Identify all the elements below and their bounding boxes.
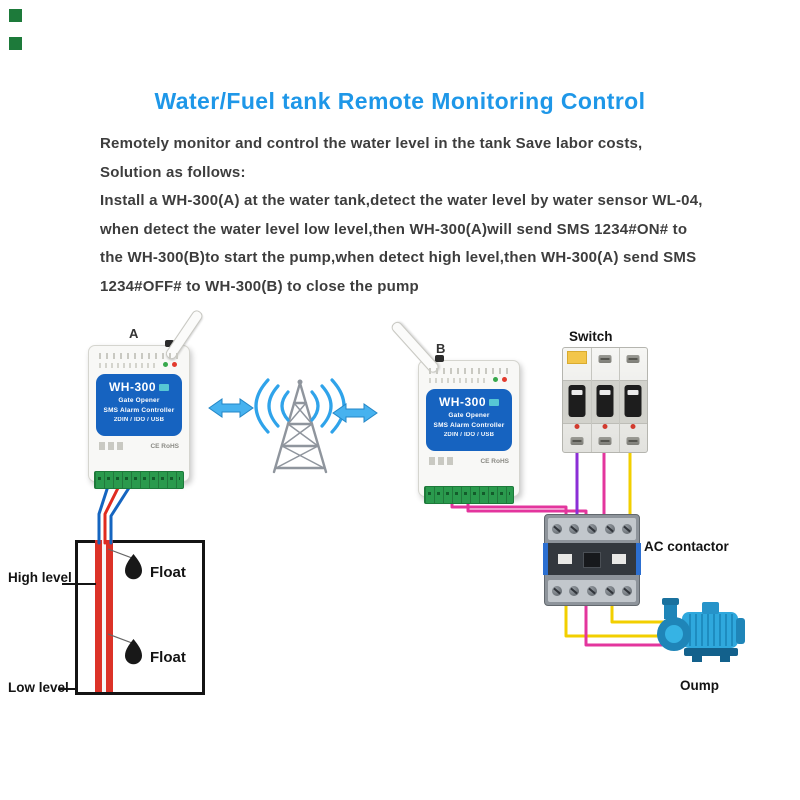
contactor-chip: [558, 554, 572, 564]
corner-mark: [9, 9, 22, 22]
page-title: Water/Fuel tank Remote Monitoring Contro…: [154, 88, 646, 114]
screw-icon: [622, 586, 633, 596]
antenna-base: [435, 355, 444, 362]
device-a-label: A: [129, 326, 139, 341]
cert-label: CE RoHS: [150, 443, 179, 450]
indicator-dot: [630, 424, 636, 429]
device-subtitle: 2DIN / IDO / USB: [113, 417, 165, 423]
screw-icon: [551, 524, 562, 534]
breaker-pole: [563, 348, 592, 452]
device-subtitle: Gate Opener: [448, 412, 490, 419]
wire-blue: [97, 478, 112, 545]
model-badge: [489, 398, 499, 406]
cert-label: CE RoHS: [480, 458, 509, 465]
breaker-pole: [619, 348, 647, 452]
indicator-dot: [574, 424, 580, 429]
float-bottom-label: Float: [150, 649, 186, 666]
antenna-icon: [389, 319, 441, 375]
screw-icon: [626, 355, 640, 363]
device-model: WH-300: [108, 380, 156, 394]
switch-label: Switch: [569, 329, 613, 344]
antenna-base: [165, 340, 174, 347]
screw-icon: [586, 586, 597, 596]
high-level-label: High level: [8, 570, 72, 585]
screw-icon: [598, 437, 612, 445]
circuit-breaker: [562, 347, 648, 453]
port-icons: [429, 457, 455, 465]
wire-blue: [109, 478, 136, 545]
coil-terminal: [543, 543, 548, 575]
led-indicators: [493, 377, 507, 382]
device-front-panel: WH-300 Gate Opener SMS Alarm Controller …: [96, 374, 182, 436]
corner-mark: [9, 37, 22, 50]
description-line: when detect the water level low level,th…: [100, 220, 688, 238]
breaker-toggle: [624, 385, 642, 417]
device-subtitle: SMS Alarm Controller: [103, 407, 175, 414]
led-red-icon: [502, 377, 507, 382]
description-line: the WH-300(B)to start the pump,when dete…: [100, 249, 697, 266]
screw-icon: [570, 437, 584, 445]
ac-contactor-label: AC contactor: [644, 539, 729, 554]
description-line: 1234#OFF# to WH-300(B) to close the pump: [100, 277, 419, 295]
sensor-pipe: [95, 540, 113, 692]
description-line: Remotely monitor and control the water l…: [100, 135, 643, 152]
signal-waves-icon: [254, 378, 346, 434]
breaker-sticker: [567, 351, 587, 364]
device-b-label: B: [436, 341, 446, 356]
led-green-icon: [163, 362, 168, 367]
description: Remotely monitor and control the water l…: [100, 130, 760, 301]
led-indicators: [163, 362, 177, 367]
pump-label: Oump: [680, 678, 719, 693]
breaker-toggle: [596, 385, 614, 417]
vent-grid: [99, 363, 155, 368]
low-level-label: Low level: [8, 680, 69, 695]
screw-icon: [586, 524, 597, 534]
contactor-chip: [612, 554, 626, 564]
terminal-block: [424, 486, 514, 504]
terminal-block: [94, 471, 184, 489]
breaker-toggle: [568, 385, 586, 417]
device-subtitle: 2DIN / IDO / USB: [443, 432, 495, 438]
contactor-terminals-top: [548, 518, 636, 540]
vent-grid: [429, 378, 485, 383]
radio-tower-icon: [254, 378, 346, 474]
model-badge: [159, 383, 169, 391]
indicator-dot: [602, 424, 608, 429]
screw-icon: [604, 586, 615, 596]
device-subtitle: Gate Opener: [118, 397, 160, 404]
wire-red: [103, 478, 124, 545]
led-red-icon: [172, 362, 177, 367]
led-green-icon: [493, 377, 498, 382]
screw-icon: [604, 524, 615, 534]
contactor-button: [583, 552, 601, 568]
pump-icon: [657, 598, 745, 662]
contactor-terminals-bottom: [548, 580, 636, 602]
double-arrow-icon: [332, 403, 378, 423]
device-front-panel: WH-300 Gate Opener SMS Alarm Controller …: [426, 389, 512, 451]
device-subtitle: SMS Alarm Controller: [433, 422, 505, 429]
ac-contactor: [543, 514, 641, 606]
breaker-pole: [591, 348, 620, 452]
contactor-body: [548, 543, 636, 575]
double-arrow-icon: [208, 398, 254, 418]
coil-terminal: [636, 543, 641, 575]
screw-icon: [622, 524, 633, 534]
port-icons: [99, 442, 125, 450]
gsm-controller-a: WH-300 Gate Opener SMS Alarm Controller …: [88, 308, 205, 489]
float-top-label: Float: [150, 564, 186, 581]
vent-grid: [429, 368, 509, 374]
vent-grid: [99, 353, 179, 359]
screw-icon: [598, 355, 612, 363]
screw-icon: [551, 586, 562, 596]
screw-icon: [626, 437, 640, 445]
description-line: Install a WH-300(A) at the water tank,de…: [100, 192, 703, 209]
description-line: Solution as follows:: [100, 163, 246, 181]
screw-icon: [569, 586, 580, 596]
gsm-controller-b: WH-300 Gate Opener SMS Alarm Controller …: [389, 319, 520, 504]
screw-icon: [569, 524, 580, 534]
device-model: WH-300: [438, 395, 486, 409]
